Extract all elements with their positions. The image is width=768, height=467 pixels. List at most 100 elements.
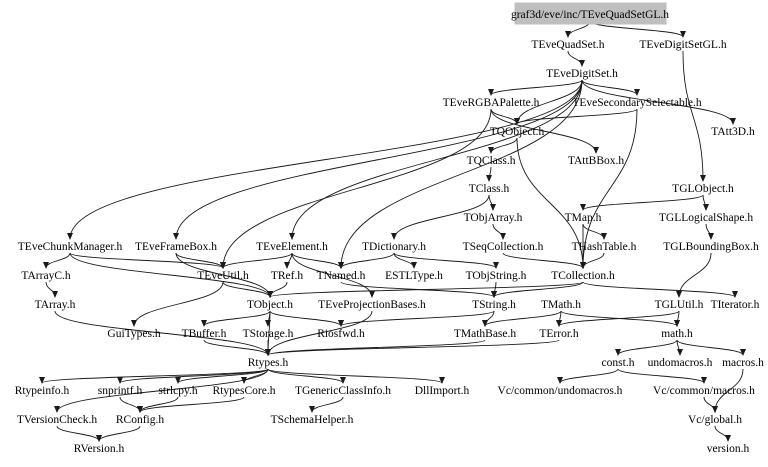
- node-tclass-h[interactable]: TClass.h: [469, 183, 510, 195]
- node-teveprojectionbases-h[interactable]: TEveProjectionBases.h: [318, 299, 426, 311]
- edge: [492, 223, 506, 240]
- node-tqobject-h[interactable]: TQObject.h: [490, 126, 545, 138]
- edge: [43, 252, 71, 269]
- edge: [567, 50, 585, 67]
- node-estltype-h[interactable]: ESTLType.h: [385, 270, 443, 282]
- node-teveframebox-h[interactable]: TEveFrameBox.h: [135, 241, 217, 253]
- node-snprintf-h[interactable]: snprintf.h: [98, 385, 143, 397]
- node-terror-h[interactable]: TError.h: [539, 328, 579, 340]
- node-macros-h[interactable]: macros.h: [722, 357, 764, 369]
- edge: [39, 368, 269, 384]
- node-version-h[interactable]: version.h: [707, 443, 750, 455]
- edge: [490, 108, 520, 125]
- edge: [580, 108, 638, 269]
- edge: [491, 281, 584, 298]
- edges: [39, 20, 746, 442]
- node-tevechunkmanager-h[interactable]: TEveChunkManager.h: [18, 241, 123, 253]
- node-vc-global-h[interactable]: Vc/global.h: [688, 414, 742, 426]
- node-tglutil-h[interactable]: TGLUtil.h: [655, 299, 704, 311]
- edge: [220, 108, 492, 269]
- node-tobjstring-h[interactable]: TObjString.h: [466, 270, 527, 282]
- edge: [173, 79, 583, 240]
- edge: [486, 166, 493, 182]
- edge: [502, 252, 586, 269]
- node-graf3d-eve-inc-tevequadsetgl-h[interactable]: graf3d/eve/inc/TEveQuadSetGL.h: [511, 9, 669, 21]
- edge: [514, 108, 638, 125]
- edge: [222, 281, 273, 298]
- node-rtypeinfo-h[interactable]: Rtypeinfo.h: [15, 385, 70, 397]
- node-dllimport-h[interactable]: DllImport.h: [415, 385, 470, 397]
- node-tevedigitsetgl-h[interactable]: TEveDigitSetGL.h: [639, 39, 726, 51]
- node-tevedigitset-h[interactable]: TEveDigitSet.h: [546, 68, 618, 80]
- node-tglboundingbox-h[interactable]: TGLBoundingBox.h: [663, 241, 759, 253]
- node-undomacros-h[interactable]: undomacros.h: [648, 357, 713, 369]
- node-strlcpy-h[interactable]: strlcpy.h: [158, 385, 197, 397]
- node-rtypes-h[interactable]: Rtypes.h: [248, 357, 289, 369]
- node-tqclass-h[interactable]: TQClass.h: [467, 155, 516, 167]
- node-tversioncheck-h[interactable]: TVersionCheck.h: [17, 414, 97, 426]
- edge: [265, 339, 560, 356]
- edge: [702, 194, 709, 211]
- node-tobjarray-h[interactable]: TObjArray.h: [464, 212, 523, 224]
- node-tschemahelper-h[interactable]: TSchemaHelper.h: [271, 414, 354, 426]
- edge: [676, 339, 746, 356]
- edge: [393, 252, 499, 269]
- node-vc-common-undomacros-h[interactable]: Vc/common/undomacros.h: [498, 385, 623, 397]
- node-tarray-h[interactable]: TArray.h: [35, 299, 76, 311]
- node-tseqcollection-h[interactable]: TSeqCollection.h: [463, 241, 544, 253]
- edge: [391, 194, 490, 240]
- node-tnamed-h[interactable]: TNamed.h: [317, 270, 366, 282]
- edge: [488, 137, 518, 154]
- node-rtypescore-h[interactable]: RtypesCore.h: [213, 385, 276, 397]
- node-tdictionary-h[interactable]: TDictionary.h: [362, 241, 426, 253]
- edge: [54, 368, 269, 413]
- node-tevequadset-h[interactable]: TEveQuadSet.h: [531, 39, 604, 51]
- edge: [490, 108, 599, 154]
- edge: [714, 425, 731, 442]
- node-rconfig-h[interactable]: RConfig.h: [116, 414, 164, 426]
- node-tobject-h[interactable]: TObject.h: [247, 299, 293, 311]
- edge: [267, 368, 445, 384]
- edge: [96, 425, 141, 442]
- node-titerator-h[interactable]: TIterator.h: [711, 299, 760, 311]
- node-rversion-h[interactable]: RVersion.h: [74, 443, 125, 455]
- edge: [265, 310, 373, 356]
- node-tref-h[interactable]: TRef.h: [271, 270, 304, 282]
- edge: [582, 281, 738, 298]
- node-tevergbapalette-h[interactable]: TEveRGBAPalette.h: [443, 97, 540, 109]
- node-tattbbox-h[interactable]: TAttBBox.h: [568, 155, 625, 167]
- node-teveelement-h[interactable]: TEveElement.h: [256, 241, 328, 253]
- edge: [291, 252, 344, 269]
- node-math-h[interactable]: math.h: [661, 328, 693, 340]
- edge: [581, 79, 736, 125]
- node-const-h[interactable]: const.h: [602, 357, 635, 369]
- edge: [516, 137, 586, 269]
- node-tglobject-h[interactable]: TGLObject.h: [672, 183, 734, 195]
- node-thashtable-h[interactable]: THashTable.h: [572, 241, 637, 253]
- node-tatt3d-h[interactable]: TAtt3D.h: [711, 126, 755, 138]
- node-tbuffer-h[interactable]: TBuffer.h: [182, 328, 227, 340]
- edge: [131, 281, 224, 327]
- node-teveutil-h[interactable]: TEveUtil.h: [197, 270, 249, 282]
- node-tgllogicalshape-h[interactable]: TGLLogicalShape.h: [659, 212, 753, 224]
- edge: [119, 396, 143, 413]
- edge: [580, 194, 704, 211]
- node-vc-common-macros-h[interactable]: Vc/common/macros.h: [653, 385, 755, 397]
- node-tstring-h[interactable]: TString.h: [472, 299, 516, 311]
- node-tmath-h[interactable]: TMath.h: [541, 299, 581, 311]
- edge: [557, 368, 619, 384]
- node-tcollection-h[interactable]: TCollection.h: [551, 270, 615, 282]
- node-riosfwd-h[interactable]: Riosfwd.h: [317, 328, 365, 340]
- node-tmathbase-h[interactable]: TMathBase.h: [454, 328, 517, 340]
- node-guitypes-h[interactable]: GuiTypes.h: [107, 328, 160, 340]
- edge: [488, 194, 496, 211]
- edge: [338, 79, 583, 269]
- node-tgenericclassinfo-h[interactable]: TGenericClassInfo.h: [295, 385, 391, 397]
- node-tstorage-h[interactable]: TStorage.h: [243, 328, 294, 340]
- edge: [676, 339, 683, 356]
- node-tevesecondaryselectable-h[interactable]: TEveSecondarySelectable.h: [572, 97, 702, 109]
- edge: [265, 339, 486, 356]
- node-tmap-h[interactable]: TMap.h: [565, 212, 602, 224]
- node-tarrayc-h[interactable]: TArrayC.h: [21, 270, 70, 282]
